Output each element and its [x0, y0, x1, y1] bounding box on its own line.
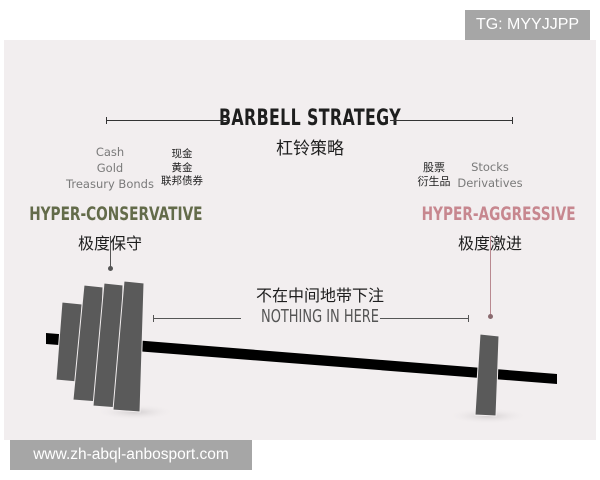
asset-stocks-cn: 股票 — [423, 161, 445, 174]
aggressive-connector — [490, 236, 491, 316]
asset-cash: Cash — [95, 145, 125, 159]
aggressive-connector-dot — [488, 314, 493, 319]
hyper-conservative-label: HYPER-CONSERVATIVE — [29, 203, 203, 225]
title-line-right — [390, 120, 512, 121]
hyper-conservative-label-cn: 极度保守 — [77, 234, 142, 253]
aggressive-assets-en: Stocks Derivatives — [455, 159, 525, 191]
asset-derivatives-cn: 衍生品 — [417, 175, 451, 188]
watermark-url: www.zh-abql-anbosport.com — [10, 440, 252, 470]
middle-line-left — [153, 318, 241, 319]
asset-derivatives: Derivatives — [457, 176, 523, 190]
conservative-connector — [110, 236, 111, 268]
asset-bonds-cn: 联邦债券 — [161, 175, 203, 187]
middle-line-left-cap — [153, 315, 154, 322]
conservative-connector-dot — [108, 266, 113, 271]
aggressive-assets-cn: 股票 衍生品 — [410, 161, 458, 189]
hyper-aggressive-label: HYPER-AGGRESSIVE — [421, 203, 576, 225]
conservative-assets-cn: 现金 黄金 联邦债券 — [160, 148, 204, 189]
title-cn: 杠铃策略 — [276, 139, 344, 159]
asset-cash-cn: 现金 — [171, 148, 193, 160]
conservative-assets-en: Cash Gold Treasury Bonds — [40, 144, 180, 192]
title-line-left-cap — [106, 117, 107, 124]
asset-gold-cn: 黄金 — [171, 161, 193, 174]
title-line-left — [106, 120, 228, 121]
hyper-aggressive-label-cn: 极度激进 — [457, 234, 522, 253]
asset-gold: Gold — [96, 161, 124, 175]
middle-line-right-cap — [468, 315, 469, 322]
nothing-in-middle-cn: 不在中间地带下注 — [255, 286, 384, 305]
title-line-right-cap — [512, 117, 513, 124]
right-plate-icon — [474, 333, 500, 417]
middle-line-right — [380, 318, 468, 319]
asset-stocks: Stocks — [471, 160, 509, 174]
title-en: BARBELL STRATEGY — [218, 106, 402, 131]
asset-treasury-bonds: Treasury Bonds — [66, 177, 154, 191]
nothing-in-here-label: NOTHING IN HERE — [260, 306, 379, 327]
plate-4-icon — [112, 280, 145, 413]
barbell-bar-icon — [46, 333, 557, 384]
watermark-telegram: TG: MYYJJPP — [465, 10, 590, 40]
